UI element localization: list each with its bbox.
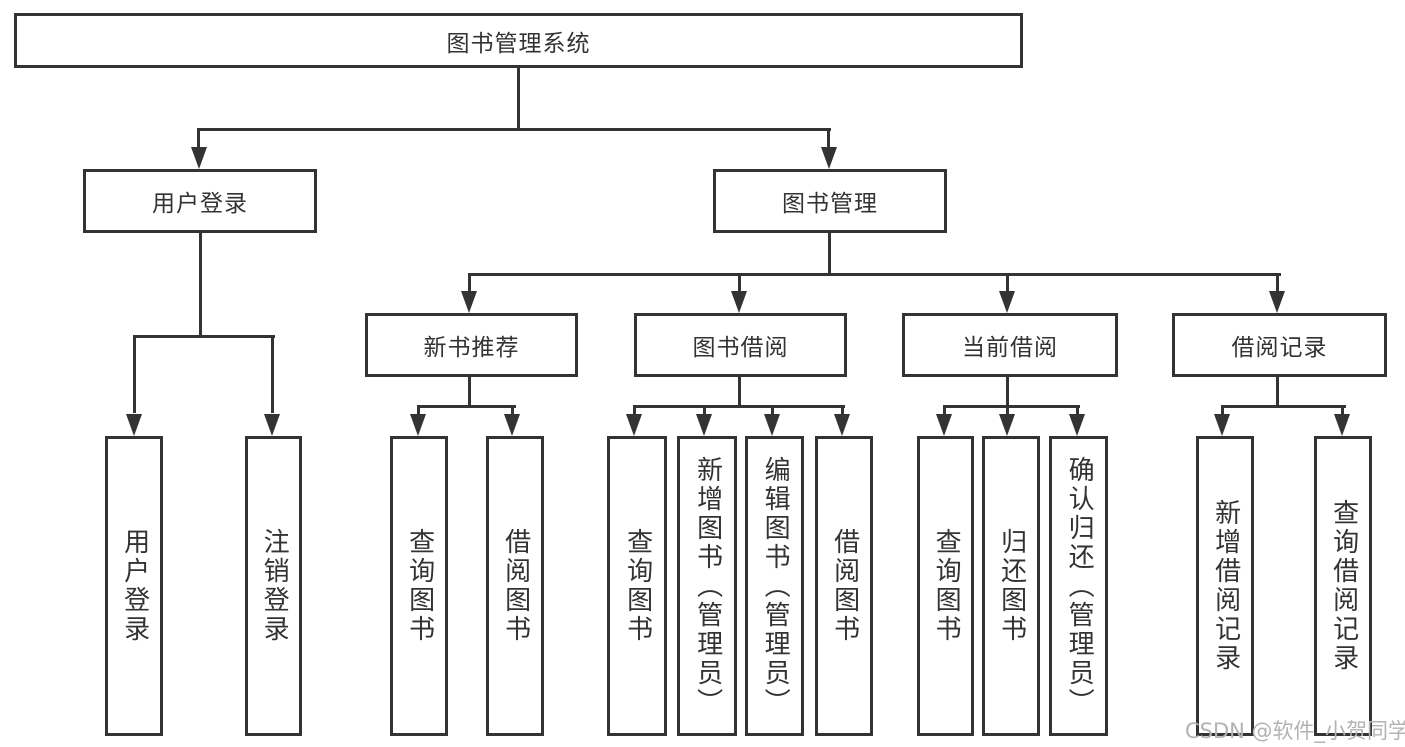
connector-line: [828, 233, 831, 275]
connector-line: [1221, 405, 1346, 408]
arrowhead-icon: [696, 414, 712, 436]
node-book-borrowing: 图书借阅: [634, 313, 847, 377]
connector-line: [1076, 405, 1079, 416]
leaf-edit-books-admin: 编辑图书（管理员）: [745, 436, 804, 736]
arrowhead-icon: [126, 414, 142, 436]
arrowhead-icon: [1334, 414, 1350, 436]
connector-line: [417, 405, 516, 408]
arrowhead-icon: [264, 414, 280, 436]
connector-line: [1341, 405, 1344, 416]
connector-line: [1006, 273, 1009, 295]
connector-line: [511, 405, 514, 416]
node-new-book-recommend: 新书推荐: [365, 313, 578, 377]
arrowhead-icon: [821, 147, 837, 169]
connector-line: [703, 405, 706, 416]
connector-line: [133, 335, 136, 413]
arrowhead-icon: [626, 414, 642, 436]
node-book-management: 图书管理: [713, 169, 947, 233]
connector-line: [197, 128, 200, 154]
leaf-logout: 注销登录: [245, 436, 302, 736]
leaf-query-borrow-record: 查询借阅记录: [1314, 436, 1372, 736]
node-borrowing-records: 借阅记录: [1172, 313, 1387, 377]
connector-line: [1006, 405, 1009, 416]
node-library-management-system: 图书管理系统: [14, 13, 1023, 68]
arrowhead-icon: [1069, 414, 1085, 436]
csdn-watermark: CSDN @软件_小贺同学: [1185, 719, 1405, 743]
connector-line: [1221, 405, 1224, 416]
connector-line: [827, 128, 830, 154]
leaf-borrow-books-recommend: 借阅图书: [486, 436, 544, 736]
arrowhead-icon: [1214, 414, 1230, 436]
connector-line: [199, 233, 202, 335]
connector-line: [468, 273, 1281, 276]
leaf-query-books-recommend: 查询图书: [390, 436, 448, 736]
connector-line: [197, 128, 831, 131]
arrowhead-icon: [999, 414, 1015, 436]
leaf-confirm-return-admin: 确认归还（管理员）: [1049, 436, 1108, 736]
arrowhead-icon: [731, 291, 747, 313]
arrowhead-icon: [191, 147, 207, 169]
arrowhead-icon: [410, 414, 426, 436]
connector-line: [943, 405, 1080, 408]
leaf-return-books: 归还图书: [982, 436, 1040, 736]
leaf-query-books-borrowing: 查询图书: [607, 436, 667, 736]
leaf-add-books-admin: 新增图书（管理员）: [677, 436, 737, 736]
arrowhead-icon: [999, 291, 1015, 313]
connector-line: [633, 405, 845, 408]
arrowhead-icon: [764, 414, 780, 436]
leaf-user-login: 用户登录: [105, 436, 163, 736]
connector-line: [468, 377, 471, 407]
connector-line: [738, 273, 741, 295]
leaf-borrow-books: 借阅图书: [815, 436, 873, 736]
connector-line: [943, 405, 946, 416]
connector-line: [738, 377, 741, 407]
leaf-query-books-current: 查询图书: [917, 436, 974, 736]
connector-line: [1276, 377, 1279, 407]
connector-line: [841, 405, 844, 416]
connector-line: [1006, 377, 1009, 407]
connector-line: [517, 68, 520, 128]
connector-line: [1276, 273, 1279, 295]
arrowhead-icon: [834, 414, 850, 436]
connector-line: [417, 405, 420, 416]
leaf-add-borrow-record: 新增借阅记录: [1196, 436, 1254, 736]
arrowhead-icon: [461, 291, 477, 313]
connector-line: [133, 335, 275, 338]
node-current-borrowing: 当前借阅: [902, 313, 1118, 377]
arrowhead-icon: [504, 414, 520, 436]
connector-line: [771, 405, 774, 416]
arrowhead-icon: [1269, 291, 1285, 313]
connector-line: [468, 273, 471, 295]
connector-line: [633, 405, 636, 416]
node-user-login: 用户登录: [83, 169, 317, 233]
connector-line: [271, 335, 274, 413]
arrowhead-icon: [936, 414, 952, 436]
